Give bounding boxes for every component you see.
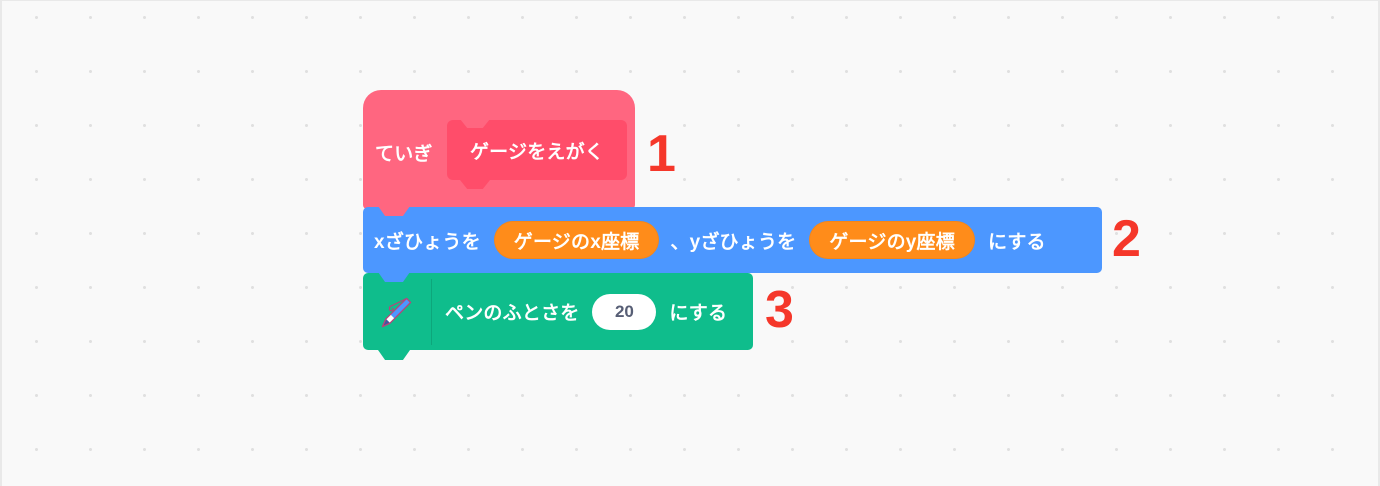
step-number-2: 2 [1112, 210, 1141, 268]
variable-reporter-gauge-y[interactable]: ゲージのy座標 [809, 221, 975, 259]
step-number-1: 1 [647, 125, 676, 183]
custom-block-prototype[interactable]: ゲージをえがく [447, 119, 627, 189]
define-hat-block[interactable]: ていぎ ゲージをえがく [363, 90, 635, 217]
motion-label-x: xざひょうを [374, 231, 481, 253]
pen-block-bottom-notch [378, 350, 410, 360]
pen-block-divider [431, 278, 432, 345]
motion-block-body [363, 207, 1102, 273]
prototype-top-notch [460, 119, 490, 128]
pen-block-body [363, 273, 753, 350]
motion-block-content: xざひょうを ゲージのx座標 、yざひょうを ゲージのy座標 にする [363, 207, 1102, 273]
motion-block-top-notch [378, 206, 410, 216]
pen-size-suffix: にする [669, 303, 728, 324]
pen-block-content: ペンのふとさを 20 にする [363, 273, 753, 350]
pen-size-label: ペンのふとさを [445, 303, 580, 324]
motion-label-suffix: にする [987, 231, 1046, 253]
motion-label-y: 、yざひょうを [670, 231, 797, 253]
pen-block-top-notch [378, 272, 410, 282]
define-block-label: ていぎ [375, 144, 433, 165]
pen-icon [381, 297, 412, 327]
prototype-label: ゲージをえがく [469, 141, 605, 163]
pen-size-input[interactable]: 20 [592, 293, 657, 330]
prototype-bottom-notch [460, 180, 490, 189]
step-number-3: 3 [765, 281, 794, 339]
prototype-body [447, 120, 627, 180]
set-xy-motion-block[interactable]: xざひょうを ゲージのx座標 、yざひょうを ゲージのy座標 にする [363, 206, 1102, 283]
set-pen-size-block[interactable]: ペンのふとさを 20 にする [363, 272, 753, 360]
variable-reporter-gauge-x[interactable]: ゲージのx座標 [493, 221, 660, 259]
